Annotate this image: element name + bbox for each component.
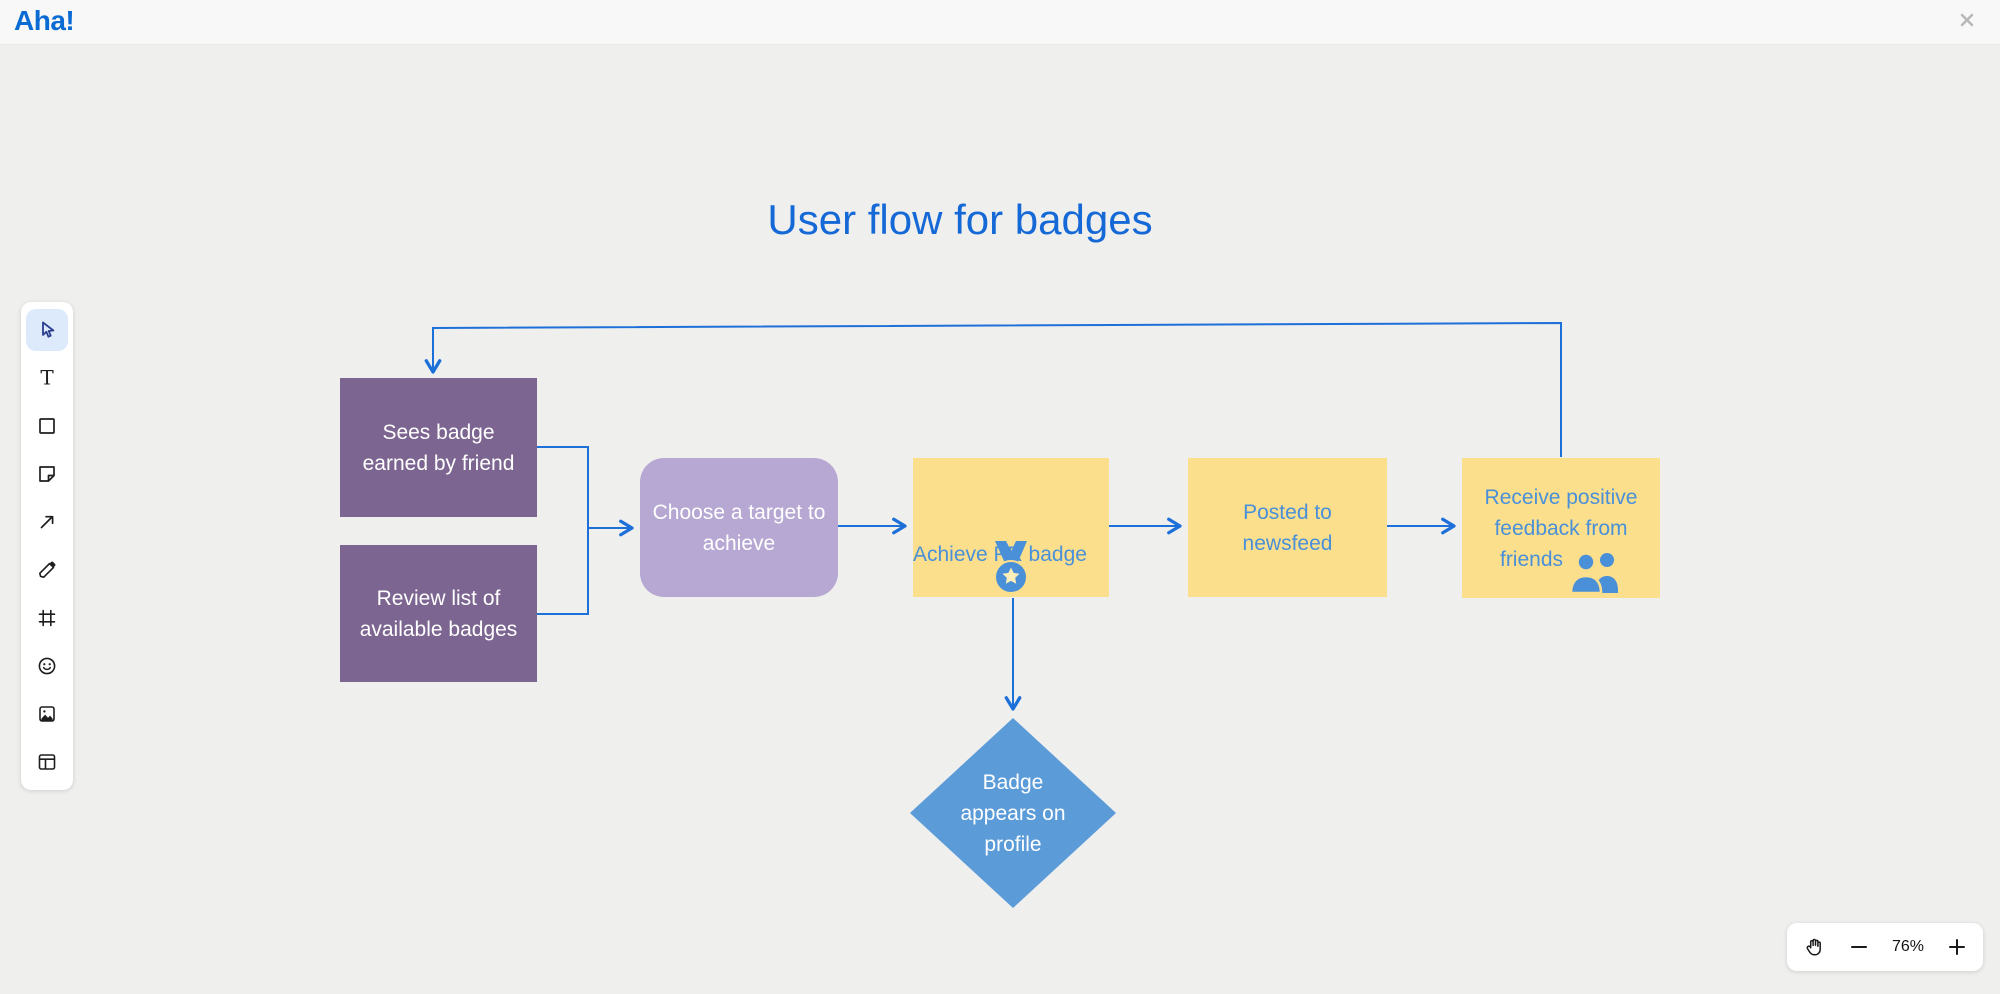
image-icon bbox=[39, 706, 55, 722]
zoom-level-value[interactable]: 76% bbox=[1891, 938, 1924, 955]
app-header: Aha! bbox=[0, 0, 2000, 45]
node-label: Receive positive feedback from friends bbox=[1485, 482, 1637, 593]
node-label: Choose a target to achieve bbox=[652, 500, 826, 555]
plus-icon bbox=[1948, 939, 1965, 955]
flow-connectors bbox=[424, 321, 1562, 711]
text-icon: T bbox=[40, 366, 54, 390]
frame-icon bbox=[38, 609, 56, 627]
flow-node-achieve-pr-badge[interactable]: Achieve PR badge bbox=[913, 458, 1109, 597]
layout-icon bbox=[38, 754, 56, 770]
zoom-in-button[interactable] bbox=[1946, 936, 1968, 958]
sticky-note-icon bbox=[39, 466, 55, 482]
minus-icon bbox=[1850, 946, 1867, 948]
flow-node-choose-target[interactable]: Choose a target to achieve bbox=[640, 458, 838, 597]
rectangle-icon bbox=[39, 418, 55, 434]
pencil-icon bbox=[39, 561, 56, 578]
tools-panel: T bbox=[21, 302, 73, 790]
tool-draw-button[interactable] bbox=[26, 549, 68, 591]
aha-logo[interactable]: Aha! bbox=[14, 5, 75, 36]
tool-emoji-button[interactable] bbox=[26, 645, 68, 687]
tool-shape-button[interactable] bbox=[26, 405, 68, 447]
close-icon[interactable] bbox=[1958, 11, 1976, 29]
tool-connector-button[interactable] bbox=[26, 501, 68, 543]
tool-select-button[interactable] bbox=[26, 309, 68, 351]
node-label: Review list of available badges bbox=[359, 586, 518, 641]
flow-node-review-list[interactable]: Review list of available badges bbox=[340, 545, 537, 682]
tool-image-button[interactable] bbox=[26, 693, 68, 735]
flow-node-sees-badge[interactable]: Sees badge earned by friend bbox=[340, 378, 537, 517]
zoom-controls: 76% bbox=[1787, 923, 1983, 971]
svg-text:T: T bbox=[40, 366, 54, 390]
tool-sticky-note-button[interactable] bbox=[26, 453, 68, 495]
node-label: Achieve PR badge bbox=[913, 542, 1087, 566]
pan-tool-button[interactable] bbox=[1802, 935, 1826, 959]
edge-receive-to-sees[interactable] bbox=[424, 321, 1562, 457]
medal-icon bbox=[994, 541, 1028, 594]
arrow-icon bbox=[40, 515, 54, 529]
tool-text-button[interactable]: T bbox=[26, 357, 68, 399]
node-label: Sees badge earned by friend bbox=[362, 420, 515, 475]
node-label: Badge appears on profile bbox=[960, 770, 1066, 856]
flow-node-receive-feedback[interactable]: Receive positive feedback from friends bbox=[1462, 458, 1660, 598]
smiley-icon bbox=[38, 657, 56, 675]
cursor-icon bbox=[42, 321, 55, 338]
people-icon bbox=[1570, 551, 1619, 593]
node-label: Posted to newsfeed bbox=[1242, 500, 1333, 555]
tool-layout-button[interactable] bbox=[26, 741, 68, 783]
tool-frame-button[interactable] bbox=[26, 597, 68, 639]
hand-icon bbox=[1806, 938, 1821, 956]
board-title[interactable]: User flow for badges bbox=[767, 196, 1153, 243]
flow-node-posted-newsfeed[interactable]: Posted to newsfeed bbox=[1188, 458, 1387, 597]
zoom-out-button[interactable] bbox=[1848, 936, 1870, 958]
whiteboard-canvas[interactable]: User flow for badges Sees badge earned b… bbox=[0, 45, 2000, 971]
